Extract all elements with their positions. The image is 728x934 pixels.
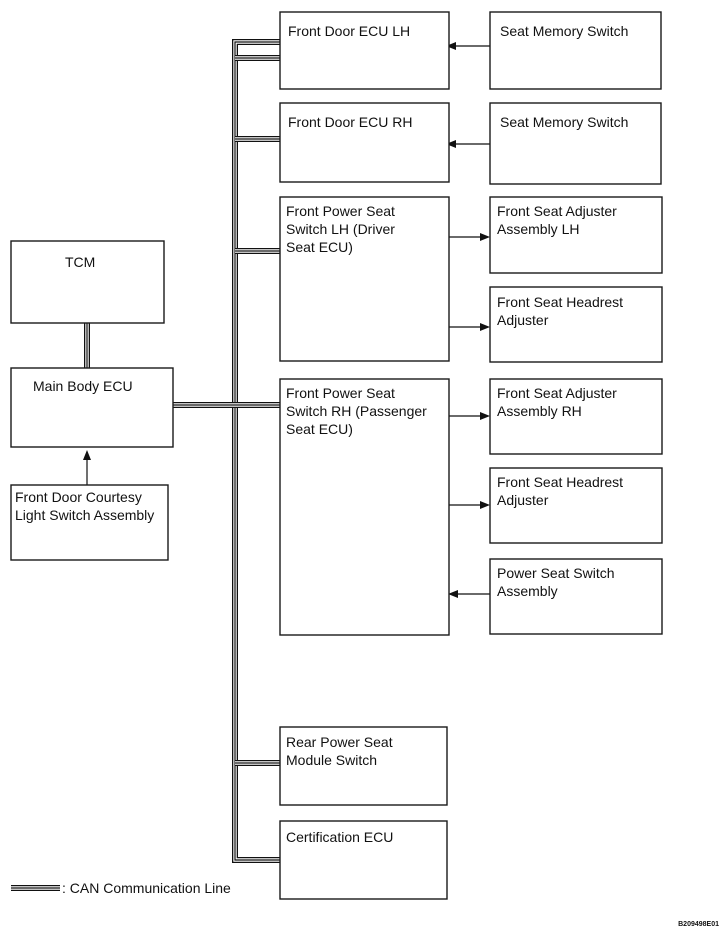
main-body-ecu-box: Main Body ECU: [10, 367, 174, 448]
front-door-courtesy-box: Front Door Courtesy Light Switch Assembl…: [10, 484, 169, 561]
front-power-seat-lh-label: Front Power Seat Switch LH (Driver Seat …: [286, 203, 399, 255]
front-seat-adjuster-lh-label: Front Seat Adjuster Assembly LH: [497, 203, 621, 237]
front-seat-adjuster-rh-box: Front Seat Adjuster Assembly RH: [489, 378, 663, 455]
seat-memory-switch-2-label: Seat Memory Switch: [500, 114, 628, 130]
power-seat-switch-label: Power Seat Switch Assembly: [497, 565, 618, 599]
legend: : CAN Communication Line: [11, 880, 231, 896]
rear-power-seat-box: Rear Power Seat Module Switch: [279, 726, 448, 806]
front-seat-adjuster-rh-label: Front Seat Adjuster Assembly RH: [497, 385, 621, 419]
rear-power-seat-label: Rear Power Seat Module Switch: [286, 734, 397, 768]
legend-label: : CAN Communication Line: [62, 880, 231, 896]
seat-memory-switch-1-box: Seat Memory Switch: [489, 11, 662, 90]
front-door-ecu-lh-label: Front Door ECU LH: [288, 23, 410, 39]
can-bus-lines: [84, 39, 280, 863]
front-door-ecu-lh-box: Front Door ECU LH: [279, 11, 450, 90]
front-power-seat-rh-box: Front Power Seat Switch RH (Passenger Se…: [279, 378, 450, 636]
power-seat-switch-box: Power Seat Switch Assembly: [489, 558, 663, 635]
front-door-ecu-rh-box: Front Door ECU RH: [279, 102, 450, 183]
main-body-ecu-label: Main Body ECU: [33, 378, 133, 394]
figure-code: B209498E01: [678, 921, 719, 928]
can-bus-backbone: [232, 39, 280, 863]
tcm-box: TCM: [10, 240, 165, 324]
front-power-seat-lh-box: Front Power Seat Switch LH (Driver Seat …: [279, 196, 450, 362]
signal-arrows: [83, 42, 490, 598]
certification-ecu-box: Certification ECU: [279, 820, 448, 900]
seat-memory-switch-1-label: Seat Memory Switch: [500, 23, 628, 39]
front-seat-headrest-1-box: Front Seat Headrest Adjuster: [489, 286, 663, 363]
front-seat-headrest-2-box: Front Seat Headrest Adjuster: [489, 467, 663, 544]
certification-ecu-label: Certification ECU: [286, 829, 393, 845]
front-power-seat-rh-label: Front Power Seat Switch RH (Passenger Se…: [286, 385, 431, 437]
front-door-courtesy-label: Front Door Courtesy Light Switch Assembl…: [15, 489, 154, 523]
front-seat-headrest-1-label: Front Seat Headrest Adjuster: [497, 294, 627, 328]
front-seat-headrest-2-label: Front Seat Headrest Adjuster: [497, 474, 627, 508]
front-door-ecu-rh-label: Front Door ECU RH: [288, 114, 412, 130]
can-bus-branches: [84, 55, 280, 766]
front-seat-adjuster-lh-box: Front Seat Adjuster Assembly LH: [489, 196, 663, 274]
tcm-label: TCM: [65, 254, 95, 270]
seat-memory-switch-2-box: Seat Memory Switch: [489, 102, 662, 185]
